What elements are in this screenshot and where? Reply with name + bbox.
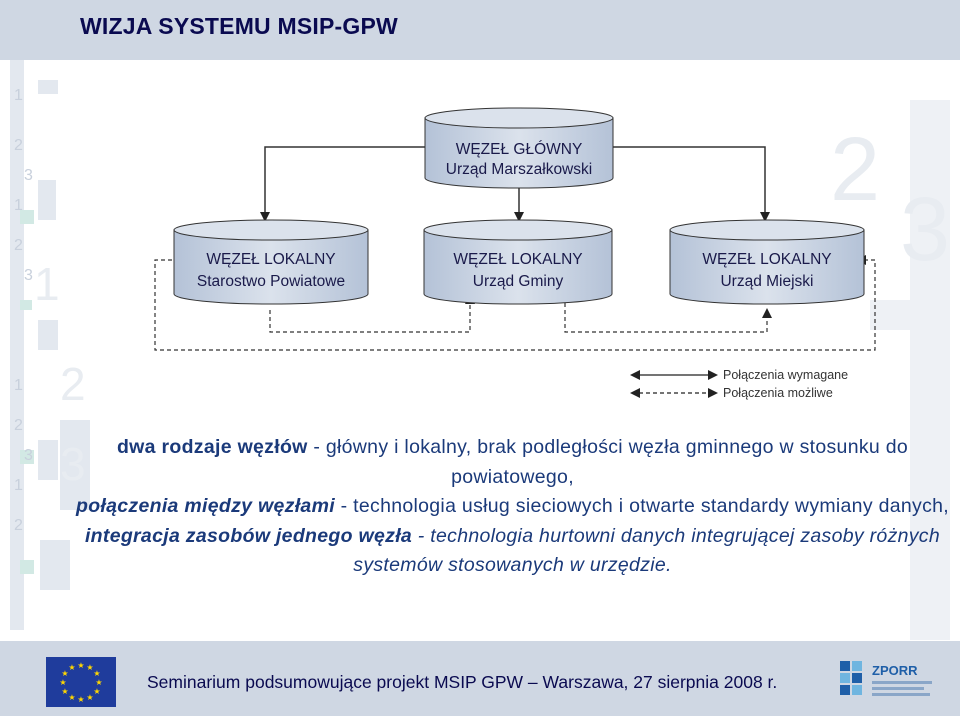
- zporr-logo: ZPORR: [840, 661, 932, 696]
- page-title: WIZJA SYSTEMU MSIP-GPW: [80, 13, 398, 39]
- svg-text:3: 3: [24, 167, 33, 184]
- local-node-miejski-title: WĘZEŁ LOKALNY: [702, 251, 831, 268]
- main-node-subtitle: Urząd Marszałkowski: [446, 161, 592, 178]
- paragraph-integration-text: - technologia hurtowni danych integrując…: [353, 524, 941, 577]
- paragraph-node-types-text: - główny i lokalny, brak podległości węz…: [307, 436, 909, 488]
- svg-text:★: ★: [68, 663, 75, 672]
- svg-text:★: ★: [61, 687, 68, 696]
- header-bar: [0, 0, 960, 60]
- svg-text:1: 1: [14, 377, 23, 394]
- local-node-miejski: WĘZEŁ LOKALNY Urząd Miejski: [669, 219, 865, 305]
- svg-text:2: 2: [60, 358, 86, 410]
- local-node-gmina: WĘZEŁ LOKALNY Urząd Gminy: [423, 219, 613, 305]
- svg-text:1: 1: [34, 258, 60, 310]
- svg-text:★: ★: [59, 678, 66, 687]
- description-text: dwa rodzaje węzłów - główny i lokalny, b…: [75, 433, 950, 581]
- paragraph-connections: połączenia między węzłami - technologia …: [75, 492, 950, 522]
- paragraph-connections-text: - technologia usług sieciowych i otwarte…: [334, 495, 949, 517]
- local-node-starostwo-title: WĘZEŁ LOKALNY: [206, 251, 335, 268]
- paragraph-integration: integracja zasobów jednego węzła - techn…: [75, 522, 950, 581]
- svg-text:2: 2: [830, 120, 880, 220]
- svg-text:1: 1: [14, 87, 23, 104]
- svg-text:1: 1: [14, 197, 23, 214]
- svg-text:★: ★: [93, 687, 100, 696]
- svg-text:★: ★: [77, 695, 84, 704]
- local-node-starostwo: WĘZEŁ LOKALNY Starostwo Powiatowe: [173, 219, 369, 305]
- decorative-pattern-left: 123 123 123 12 123: [10, 60, 90, 630]
- decorative-pattern-right: 23: [830, 100, 950, 640]
- svg-text:3: 3: [900, 180, 950, 280]
- svg-text:1: 1: [14, 477, 23, 494]
- svg-text:2: 2: [14, 137, 23, 154]
- local-node-miejski-subtitle: Urząd Miejski: [720, 273, 813, 290]
- paragraph-node-types: dwa rodzaje węzłów - główny i lokalny, b…: [75, 433, 950, 492]
- svg-text:★: ★: [77, 661, 84, 670]
- paragraph-integration-bold: integracja zasobów jednego węzła: [84, 524, 413, 547]
- main-node-title: WĘZEŁ GŁÓWNY: [456, 141, 583, 158]
- svg-text:★: ★: [86, 693, 93, 702]
- local-node-starostwo-subtitle: Starostwo Powiatowe: [197, 273, 345, 290]
- footer-text: Seminarium podsumowujące projekt MSIP GP…: [147, 672, 778, 692]
- svg-text:2: 2: [14, 417, 23, 434]
- svg-text:3: 3: [24, 447, 33, 464]
- legend-required-label: Połączenia wymagane: [723, 368, 848, 382]
- svg-text:3: 3: [24, 267, 33, 284]
- svg-text:★: ★: [95, 678, 102, 687]
- svg-text:★: ★: [86, 663, 93, 672]
- footer-bar: [0, 641, 960, 716]
- svg-text:★: ★: [61, 669, 68, 678]
- local-node-gmina-subtitle: Urząd Gminy: [473, 273, 564, 290]
- main-node: WĘZEŁ GŁÓWNY Urząd Marszałkowski: [424, 107, 614, 189]
- zporr-logo-text: ZPORR: [872, 663, 918, 678]
- svg-text:3: 3: [60, 438, 86, 490]
- local-node-gmina-title: WĘZEŁ LOKALNY: [453, 251, 582, 268]
- legend-possible-label: Połączenia możliwe: [723, 386, 833, 400]
- legend: Połączenia wymagane Połączenia możliwe: [630, 368, 848, 400]
- svg-text:★: ★: [68, 693, 75, 702]
- required-connections: [260, 146, 770, 222]
- svg-text:2: 2: [14, 237, 23, 254]
- svg-text:★: ★: [93, 669, 100, 678]
- paragraph-connections-bold: połączenia między węzłami: [76, 495, 335, 517]
- paragraph-node-types-bold: dwa rodzaje węzłów: [116, 436, 308, 458]
- possible-connections: [154, 255, 876, 351]
- svg-text:2: 2: [14, 517, 23, 534]
- eu-flag-icon: ★★★ ★★★ ★★★ ★★★: [46, 657, 116, 707]
